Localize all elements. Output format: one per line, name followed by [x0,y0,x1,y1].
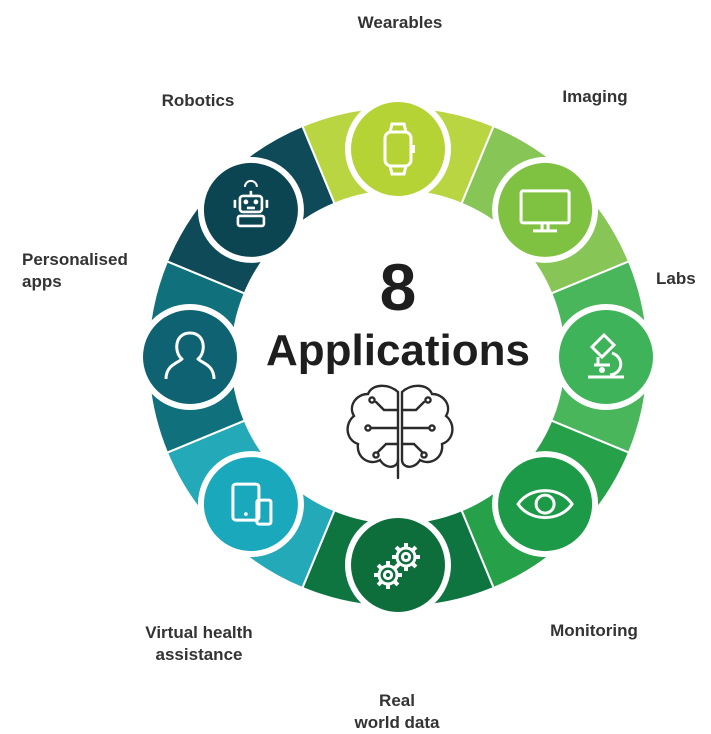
badge-disc-monitoring [498,457,593,552]
badge-wearables [345,96,451,202]
person-icon [164,331,216,380]
badge-real-world-data [345,512,451,618]
badge-virtual-health-assistance [197,451,304,558]
tablet-phone-icon [231,482,273,526]
label-virtual-health-assistance: Virtual health assistance [145,623,253,664]
label-real-world-data: Real world data [354,691,440,732]
badge-personalised-apps [137,304,243,410]
applications-count: 8 [379,250,417,324]
label-labs: Labs [656,269,696,288]
smartwatch-icon [383,122,415,176]
center-disc [232,191,564,523]
applications-title: Applications [265,326,531,375]
badge-monitoring [492,451,599,558]
badge-disc-virtual-health-assistance [203,457,298,552]
badge-disc-personalised-apps [143,310,237,404]
label-wearables: Wearables [357,13,443,32]
badge-robotics [197,156,304,263]
label-personalised-apps: Personalised apps [22,250,128,291]
gears-icon [374,543,420,589]
microscope-icon [588,332,624,379]
badge-disc-robotics [203,162,298,257]
badge-disc-wearables [351,102,445,196]
badge-disc-labs [559,310,653,404]
label-monitoring: Monitoring [550,621,638,640]
eye-icon [516,489,574,519]
application-badges [137,96,659,618]
label-robotics: Robotics [161,91,235,110]
monitor-icon [519,189,571,233]
badge-imaging [492,156,599,263]
brain-icon [346,384,454,480]
badge-labs [553,304,659,410]
badge-disc-imaging [498,162,593,257]
label-imaging: Imaging [562,87,628,106]
robot-icon [233,179,269,228]
